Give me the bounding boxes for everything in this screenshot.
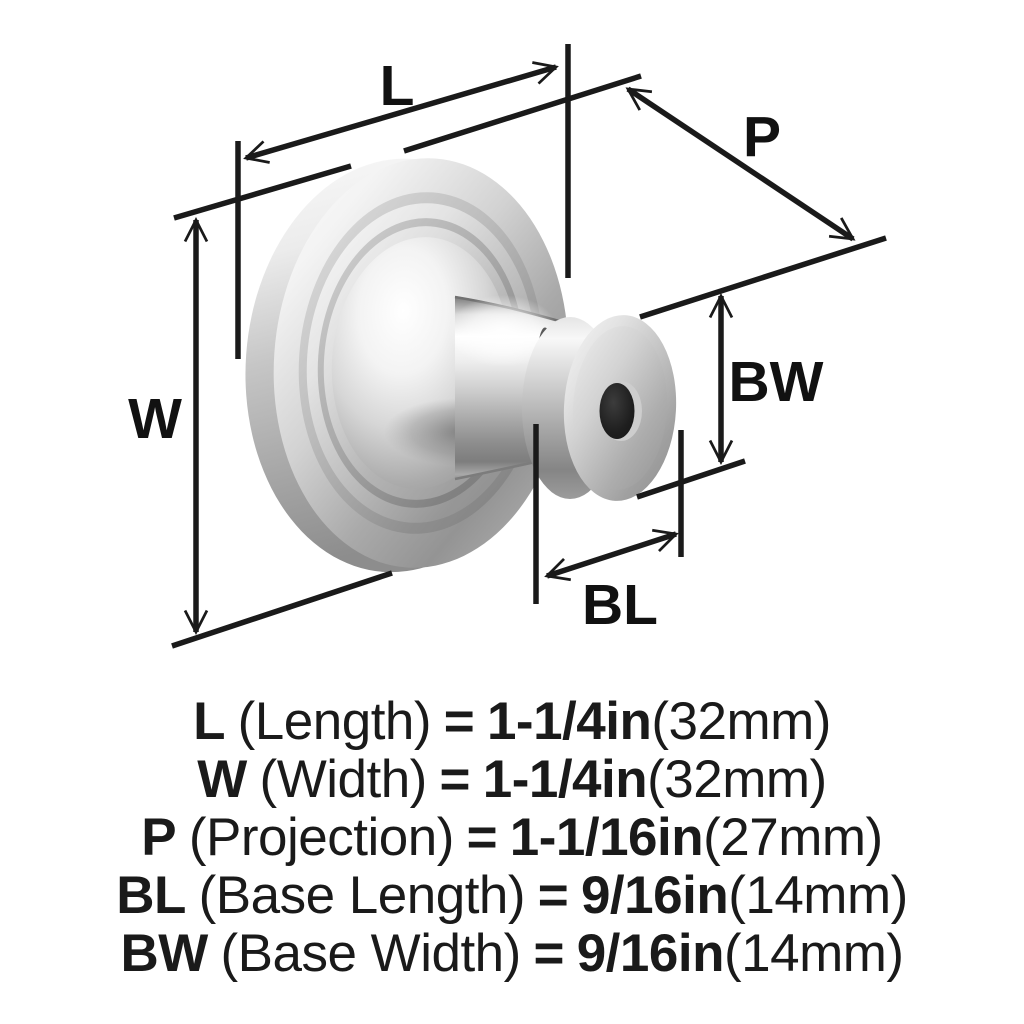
spec-block: L(Length)=1-1/4in(32mm) W(Width)=1-1/4in… [0, 693, 1024, 983]
dim-label-bl: BL [582, 573, 658, 637]
dim-line-bl [544, 528, 679, 582]
spec-equals: = [443, 692, 475, 751]
stem-highlight [448, 295, 558, 367]
rail-p-top [403, 73, 642, 154]
spec-name: (Base Length) [198, 866, 526, 925]
spec-equals: = [533, 924, 565, 983]
spec-value-inch: 9/16in [580, 866, 729, 925]
screw-hole [599, 383, 635, 439]
dim-label-w: W [128, 387, 182, 451]
spec-name: (Width) [259, 750, 428, 809]
rail-w-top [173, 163, 352, 221]
spec-value-mm: (14mm) [723, 924, 904, 983]
spec-line-base-width: BW(Base Width)=9/16in(14mm) [120, 924, 904, 983]
spec-code: BW [120, 924, 208, 983]
spec-line-base-length: BL(Base Length)=9/16in(14mm) [116, 867, 908, 925]
dim-label-p: P [743, 105, 781, 169]
spec-code: BL [116, 866, 186, 925]
spec-value-mm: (14mm) [728, 866, 908, 925]
spec-line-projection: P(Projection)=1-1/16in(27mm) [141, 808, 883, 867]
spec-name: (Length) [237, 692, 432, 751]
spec-code: L [193, 692, 225, 751]
spec-line-length: L(Length)=1-1/4in(32mm) [193, 693, 831, 751]
knob-base [522, 315, 677, 501]
spec-value-mm: (27mm) [703, 808, 883, 867]
spec-value-mm: (32mm) [647, 750, 827, 809]
spec-name: (Base Width) [220, 924, 522, 983]
spec-name: (Projection) [188, 808, 454, 867]
spec-code: W [197, 750, 247, 809]
spec-value-inch: 1-1/16in [509, 808, 704, 867]
rail-p-bottom [639, 235, 887, 320]
spec-value-mm: (32mm) [651, 692, 831, 751]
spec-value-inch: 1-1/4in [486, 692, 652, 751]
dim-label-l: L [380, 54, 415, 118]
spec-line-width: W(Width)=1-1/4in(32mm) [197, 750, 827, 809]
dim-line-l [243, 61, 559, 164]
spec-value-inch: 1-1/4in [482, 750, 648, 809]
spec-value-inch: 9/16in [576, 924, 725, 983]
spec-equals: = [537, 866, 569, 925]
dimension-lines [171, 44, 887, 649]
spec-equals: = [466, 808, 498, 867]
dim-line-p [625, 86, 856, 242]
spec-code: P [141, 808, 177, 867]
spec-equals: = [439, 750, 471, 809]
rail-bw-bottom [636, 458, 746, 500]
dim-label-bw: BW [729, 350, 824, 414]
knob-illustration [245, 158, 677, 573]
dimension-diagram-svg: L P W BW BL [128, 44, 887, 649]
rail-w-bottom [171, 570, 393, 649]
